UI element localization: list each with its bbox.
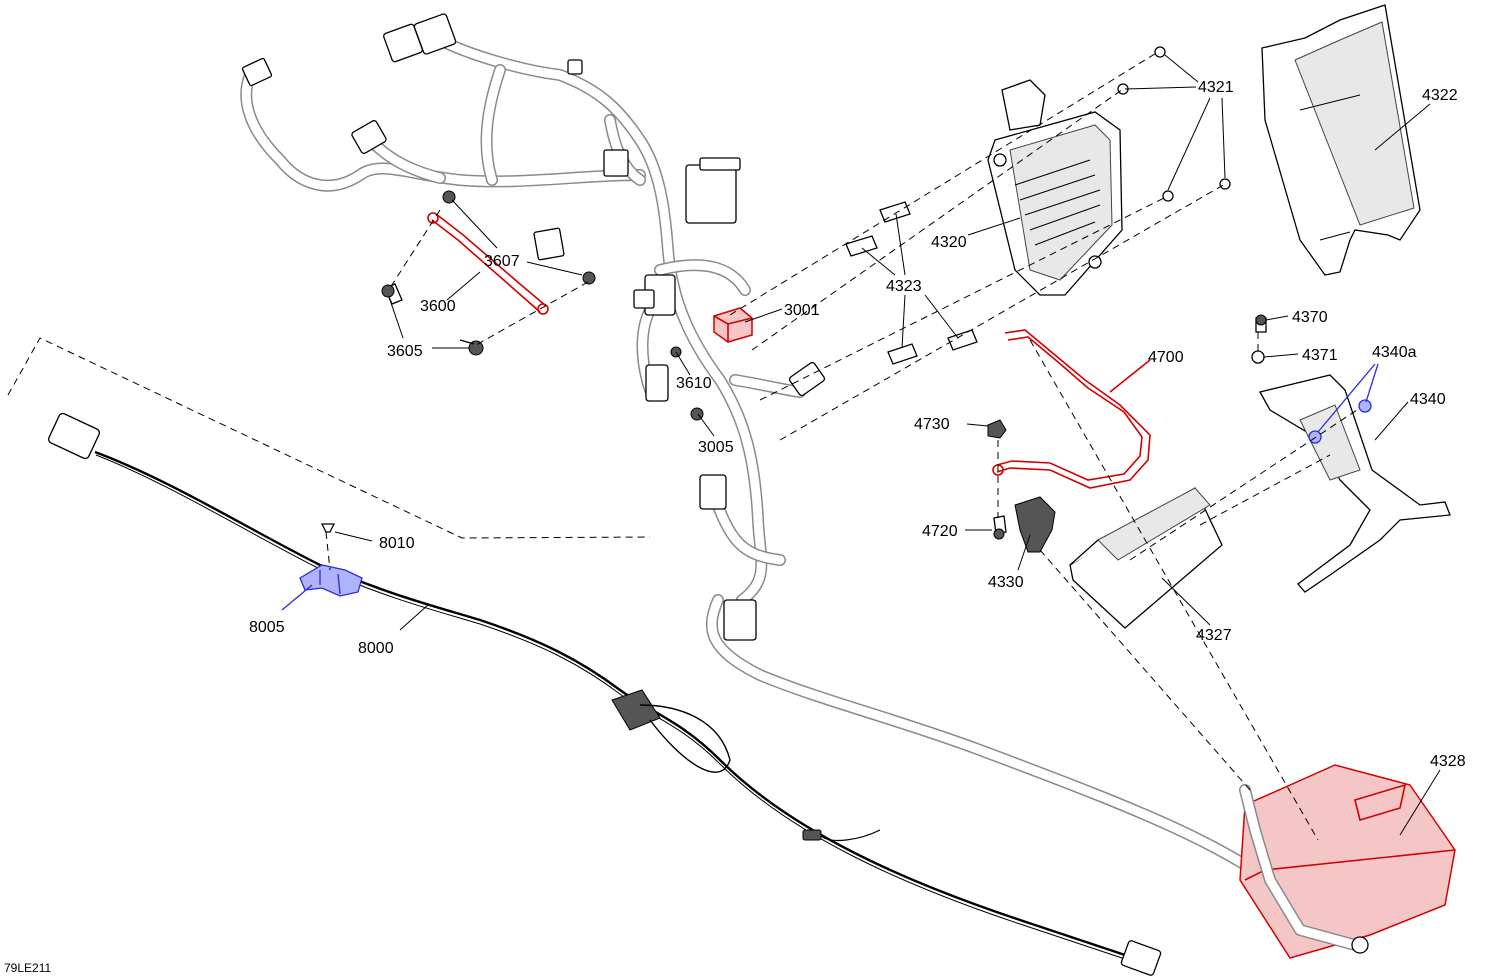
module-4320 <box>987 79 1123 296</box>
callout-4730: 4730 <box>914 416 950 433</box>
callout-4371: 4371 <box>1302 347 1338 364</box>
callout-4328: 4328 <box>1430 753 1466 770</box>
battery-4327 <box>1069 487 1223 629</box>
callout-4340a: 4340a <box>1372 344 1417 361</box>
main-wiring-harness <box>240 34 1306 906</box>
callout-3605: 3605 <box>387 343 423 360</box>
callout-4720: 4720 <box>922 523 958 540</box>
callout-3600: 3600 <box>420 298 456 315</box>
callout-4323: 4323 <box>886 278 922 295</box>
callout-8005: 8005 <box>249 619 285 636</box>
cover-4322 <box>1261 4 1421 276</box>
battery-cable-4700 <box>992 329 1151 489</box>
fasteners-36xx <box>381 190 704 421</box>
callout-4320: 4320 <box>931 234 967 251</box>
screw-8010 <box>320 523 336 533</box>
callout-3001: 3001 <box>784 302 820 319</box>
terminal-boot-4330 <box>1014 496 1056 553</box>
callout-3005: 3005 <box>698 439 734 456</box>
assembly-lines <box>7 51 1361 841</box>
callout-4700: 4700 <box>1148 349 1184 366</box>
callout-labels: 3001 3005 3600 3605 3607 3610 4320 4321 … <box>4 79 1466 975</box>
nuts-4321 <box>1117 46 1231 202</box>
callout-3607: 3607 <box>484 253 520 270</box>
callout-leaders <box>281 54 1441 836</box>
clip-8005 <box>299 564 363 597</box>
callout-8010: 8010 <box>379 535 415 552</box>
callout-3610: 3610 <box>676 375 712 392</box>
standoffs-4323 <box>845 201 978 365</box>
callout-4321: 4321 <box>1198 79 1234 96</box>
fasteners-47xx <box>987 419 1007 540</box>
battery-cover-4328 <box>1239 764 1456 959</box>
callout-4340: 4340 <box>1410 391 1446 408</box>
diagram-reference-code: 79LE211 <box>4 961 51 975</box>
bracket-4340 <box>1251 314 1451 593</box>
callout-4330: 4330 <box>988 574 1024 591</box>
callout-4322: 4322 <box>1422 87 1458 104</box>
harness-8000 <box>47 412 1162 976</box>
callout-4370: 4370 <box>1292 309 1328 326</box>
ground-strap-3600 <box>427 212 549 315</box>
callout-8000: 8000 <box>358 640 394 657</box>
harness-connectors <box>241 13 826 641</box>
relay-3001 <box>713 307 753 343</box>
callout-4327: 4327 <box>1196 627 1232 644</box>
